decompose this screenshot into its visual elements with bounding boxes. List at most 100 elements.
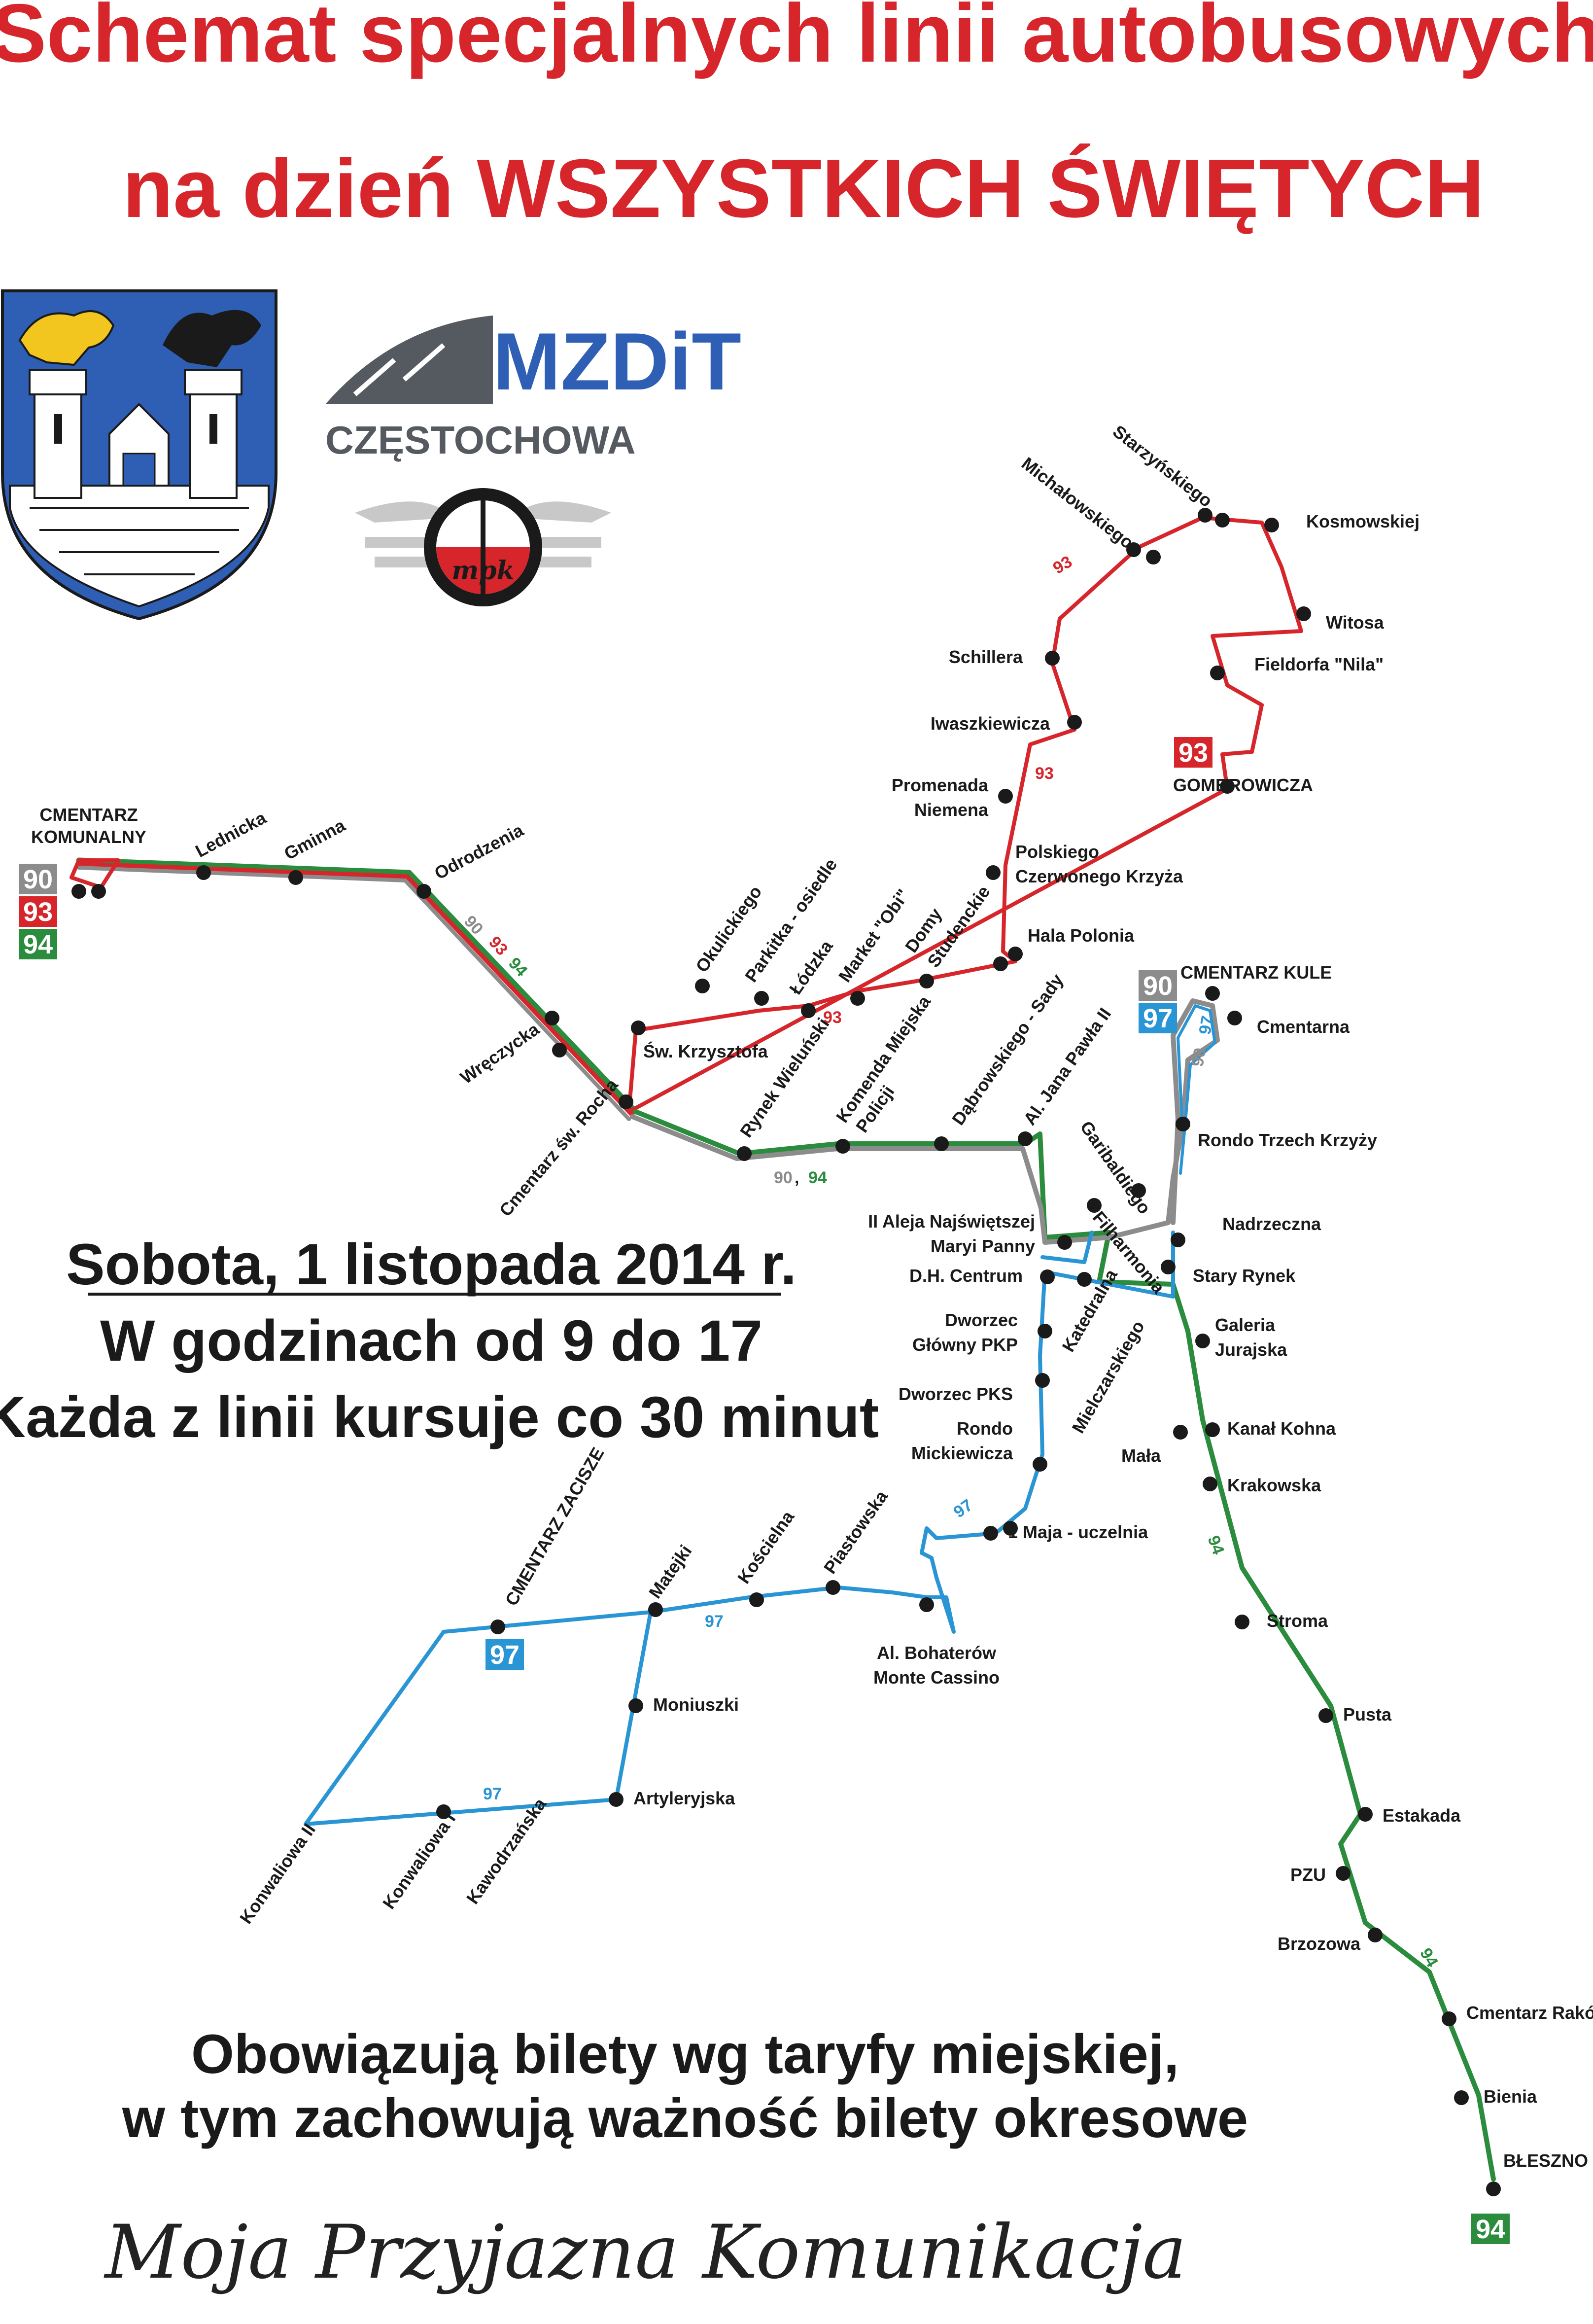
stop-label-promenada: Niemena [914,800,989,820]
stop-dot [1318,1708,1333,1723]
service-info: Sobota, 1 listopada 2014 r. W godzinach … [0,1232,879,1450]
stop-dot [749,1592,764,1607]
stop-dot [1161,1260,1176,1274]
route-label-comma: , [795,1168,799,1187]
stop-dots [71,508,1501,2196]
stop-dot [986,865,1001,880]
stop-dot [801,1003,816,1018]
service-date: Sobota, 1 listopada 2014 r. [66,1232,796,1297]
stop-label-bohaterow: Al. Bohaterów [877,1643,997,1663]
stop-dot [993,956,1008,971]
stop-dot [71,884,86,899]
mzdit-logo: MZDiT CZĘSTOCHOWA [325,316,741,462]
stop-dot [1296,606,1311,621]
route-line-90-central [630,998,1220,1245]
stop-label-nmp: II Aleja Najświętszej [868,1211,1035,1232]
stop-dot [1003,1521,1018,1536]
service-hours: W godzinach od 9 do 17 [100,1308,762,1373]
stop-label-bohaterow: Monte Cassino [873,1667,1000,1688]
stop-dot [1486,2182,1501,2196]
terminal-kule: 90 97 CMENTARZ KULE [1139,962,1332,1033]
page-title-line-1: Schemat specjalnych linii autobusowych [0,0,1593,79]
stop-dot [1195,1334,1210,1348]
stop-dot [1220,779,1235,794]
line-badge-93 [19,896,57,927]
line-badge-text: 90 [23,865,53,894]
line-badge-94 [1471,2214,1510,2244]
stop-label-krakowska: Krakowska [1227,1475,1321,1495]
stop-label-promenada: Promenada [892,775,989,795]
stop-dot [1126,542,1141,557]
ticket-info: Obowiązują bilety wg taryfy miejskiej, w… [122,2023,1248,2149]
stop-label-pusta: Pusta [1343,1704,1392,1725]
stop-label-hala-polonia: Hala Polonia [1028,925,1135,946]
stop-dot [436,1804,451,1819]
line-badge-text: 94 [23,930,53,959]
line-badge-text: 97 [490,1640,519,1670]
terminal-komunalny: CMENTARZ KOMUNALNY 90 93 94 [19,805,146,959]
stop-dot [416,884,431,899]
line-badge-text: 90 [1143,971,1173,1001]
stop-label-moniuszki: Moniuszki [653,1694,739,1715]
stop-dot [1198,508,1212,523]
stop-label-starzynskiego: Starzyńskiego [1109,421,1216,511]
page-title-line-2: na dzień WSZYSTKICH ŚWIĘTYCH [123,142,1485,235]
stop-dot [850,991,865,1006]
route-label-97: 97 [705,1612,724,1631]
stop-label-koscielna: Kościelna [733,1507,798,1587]
line-badge-text: 94 [1476,2215,1505,2244]
stop-dot [552,1043,567,1057]
stop-dot [835,1139,850,1154]
stop-dot [1067,715,1082,730]
stop-dot [490,1620,505,1634]
stop-dot [934,1136,949,1151]
line-badge-97 [1139,1003,1177,1033]
stop-dot [826,1580,840,1595]
stop-dot [1336,1866,1351,1881]
stop-label-konwaliowa-2: Konwaliowa II [236,1820,319,1928]
stop-label-lednicka: Lednicka [192,807,270,861]
stop-dot [1442,2011,1456,2026]
stop-dot [998,789,1013,804]
stop-label-schillera: Schillera [949,647,1023,667]
stop-dot [1176,1117,1190,1131]
stop-label-dworzec-pkp: Dworzec [945,1310,1018,1330]
stop-dot [288,870,303,885]
line-badge-94 [19,929,57,959]
stop-label-rynek-wielunski: Rynek Wieluński [736,1014,833,1141]
stop-dot [1215,513,1230,528]
stop-label-parkitka: Parkitka - osiedle [741,854,841,986]
stop-dot [1033,1457,1047,1472]
terminal-zacisze: 97 CMENTARZ ZACISZE [485,1444,608,1670]
route-label-90: 90 [774,1168,793,1187]
stop-label-nmp: Maryi Panny [931,1236,1035,1256]
stop-label-nadrzeczna: Nadrzeczna [1222,1214,1321,1234]
terminal-name: GOMBROWICZA [1173,775,1313,795]
stop-label-odrodzenia: Odrodzenia [431,819,527,883]
stop-dot [1077,1272,1092,1287]
stop-label-cmentarna: Cmentarna [1257,1017,1350,1037]
route-label-93: 93 [1035,764,1054,783]
line-badge-90 [1139,970,1177,1001]
stop-dot [1171,1232,1185,1247]
terminal-name: CMENTARZ KULE [1180,962,1332,983]
stop-label-rondo-trzech: Rondo Trzech Krzyży [1198,1130,1377,1150]
terminal-bleszno: BŁESZNO 94 [1471,2150,1588,2244]
stop-dot [737,1146,752,1161]
stop-label-estakada: Estakada [1383,1805,1461,1826]
stop-dot [196,865,211,880]
stop-dot [1131,1183,1146,1198]
stop-label-1-maja: 1 Maja - uczelnia [1008,1522,1148,1542]
terminal-name: CMENTARZ [39,805,138,825]
stop-dot [983,1526,998,1541]
route-label-97: 97 [1195,1015,1217,1036]
city-coat-of-arms [0,289,277,621]
mzdit-logo-city: CZĘSTOCHOWA [325,418,636,462]
stop-label-brzozowa: Brzozowa [1278,1934,1361,1954]
stop-label-market-obi: Market "Obi" [834,885,913,986]
stop-label-cmentarz-rocha: Cmentarz św. Rocha [495,1074,622,1220]
stop-label-dworzec-pks: Dworzec PKS [899,1384,1013,1404]
stop-dot [1035,1373,1050,1388]
stop-label-fieldorfa: Fieldorfa "Nila" [1254,654,1384,674]
stop-dot [648,1602,663,1617]
